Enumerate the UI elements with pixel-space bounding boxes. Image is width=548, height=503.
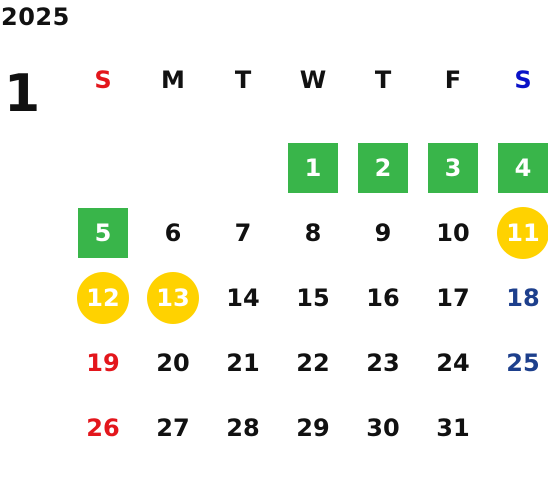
- date-cell: 10: [418, 213, 488, 253]
- date-cell: 15: [278, 278, 348, 318]
- weekday-header-saturday: S: [514, 66, 532, 94]
- date-number: 22: [296, 349, 330, 377]
- date-cell: 13: [138, 272, 208, 324]
- date-cell: 1: [278, 143, 348, 193]
- date-cell: 9: [348, 213, 418, 253]
- date-number: 6: [164, 219, 182, 247]
- date-cell: 14: [208, 278, 278, 318]
- date-number: 19: [86, 349, 120, 377]
- weekday-header-monday: M: [161, 66, 185, 94]
- weekday-header-wednesday: W: [299, 66, 327, 94]
- date-cell: 30: [348, 408, 418, 448]
- green-highlight-box: 1: [288, 143, 338, 193]
- date-number: 8: [304, 219, 322, 247]
- date-number: 16: [366, 284, 400, 312]
- date-number: 28: [226, 414, 260, 442]
- date-cell: 23: [348, 343, 418, 383]
- month-number: 1: [4, 64, 41, 124]
- week-row: 1 2 3 4: [68, 143, 548, 193]
- date-number: 27: [156, 414, 190, 442]
- date-cell: 19: [68, 343, 138, 383]
- week-row: 12 13 14 15 16 17 18: [68, 272, 548, 324]
- date-number: 14: [226, 284, 260, 312]
- date-cell: 29: [278, 408, 348, 448]
- date-number: 12: [86, 284, 120, 312]
- date-number: 26: [86, 414, 120, 442]
- date-cell: 7: [208, 213, 278, 253]
- date-cell: 18: [488, 278, 548, 318]
- yellow-highlight-circle: 12: [77, 272, 129, 324]
- yellow-highlight-circle: 11: [497, 207, 548, 259]
- empty-date-cell: [138, 148, 208, 188]
- date-cell: 27: [138, 408, 208, 448]
- date-number: 24: [436, 349, 470, 377]
- date-cell: 28: [208, 408, 278, 448]
- date-cell: 31: [418, 408, 488, 448]
- green-highlight-box: 2: [358, 143, 408, 193]
- date-number: 1: [304, 154, 322, 182]
- year-label: 2025: [1, 3, 70, 31]
- date-number: 29: [296, 414, 330, 442]
- date-number: 5: [94, 219, 112, 247]
- date-cell: 26: [68, 408, 138, 448]
- green-highlight-box: 4: [498, 143, 548, 193]
- date-number: 31: [436, 414, 470, 442]
- weekday-header-friday: F: [444, 66, 462, 94]
- date-number: 25: [506, 349, 540, 377]
- date-number: 2: [374, 154, 392, 182]
- week-row: 5 6 7 8 9 10 11: [68, 207, 548, 259]
- date-cell: 3: [418, 143, 488, 193]
- date-cell: 25: [488, 343, 548, 383]
- date-cell: 24: [418, 343, 488, 383]
- date-cell: 11: [488, 207, 548, 259]
- empty-date-cell: [68, 148, 138, 188]
- yellow-highlight-circle: 13: [147, 272, 199, 324]
- green-highlight-box: 3: [428, 143, 478, 193]
- weekday-header-sunday: S: [94, 66, 112, 94]
- weekday-header-thursday: T: [374, 66, 392, 94]
- date-number: 10: [436, 219, 470, 247]
- date-cell: 2: [348, 143, 418, 193]
- date-cell: 22: [278, 343, 348, 383]
- date-cell: 6: [138, 213, 208, 253]
- date-number: 11: [506, 219, 540, 247]
- date-cell: 8: [278, 213, 348, 253]
- empty-date-cell: [208, 148, 278, 188]
- date-cell: 16: [348, 278, 418, 318]
- green-highlight-box: 5: [78, 208, 128, 258]
- date-cell: 4: [488, 143, 548, 193]
- week-row: 19 20 21 22 23 24 25: [68, 343, 548, 383]
- date-number: 15: [296, 284, 330, 312]
- date-number: 13: [156, 284, 190, 312]
- empty-date-cell: [488, 408, 548, 448]
- date-number: 3: [444, 154, 462, 182]
- date-cell: 21: [208, 343, 278, 383]
- date-number: 4: [514, 154, 532, 182]
- date-number: 23: [366, 349, 400, 377]
- date-number: 9: [374, 219, 392, 247]
- weekday-header-tuesday: T: [234, 66, 252, 94]
- date-number: 30: [366, 414, 400, 442]
- date-cell: 12: [68, 272, 138, 324]
- date-number: 17: [436, 284, 470, 312]
- date-number: 21: [226, 349, 260, 377]
- date-number: 18: [506, 284, 540, 312]
- date-cell: 17: [418, 278, 488, 318]
- date-number: 20: [156, 349, 190, 377]
- date-cell: 5: [68, 208, 138, 258]
- date-number: 7: [234, 219, 252, 247]
- week-row: 26 27 28 29 30 31: [68, 408, 548, 448]
- date-cell: 20: [138, 343, 208, 383]
